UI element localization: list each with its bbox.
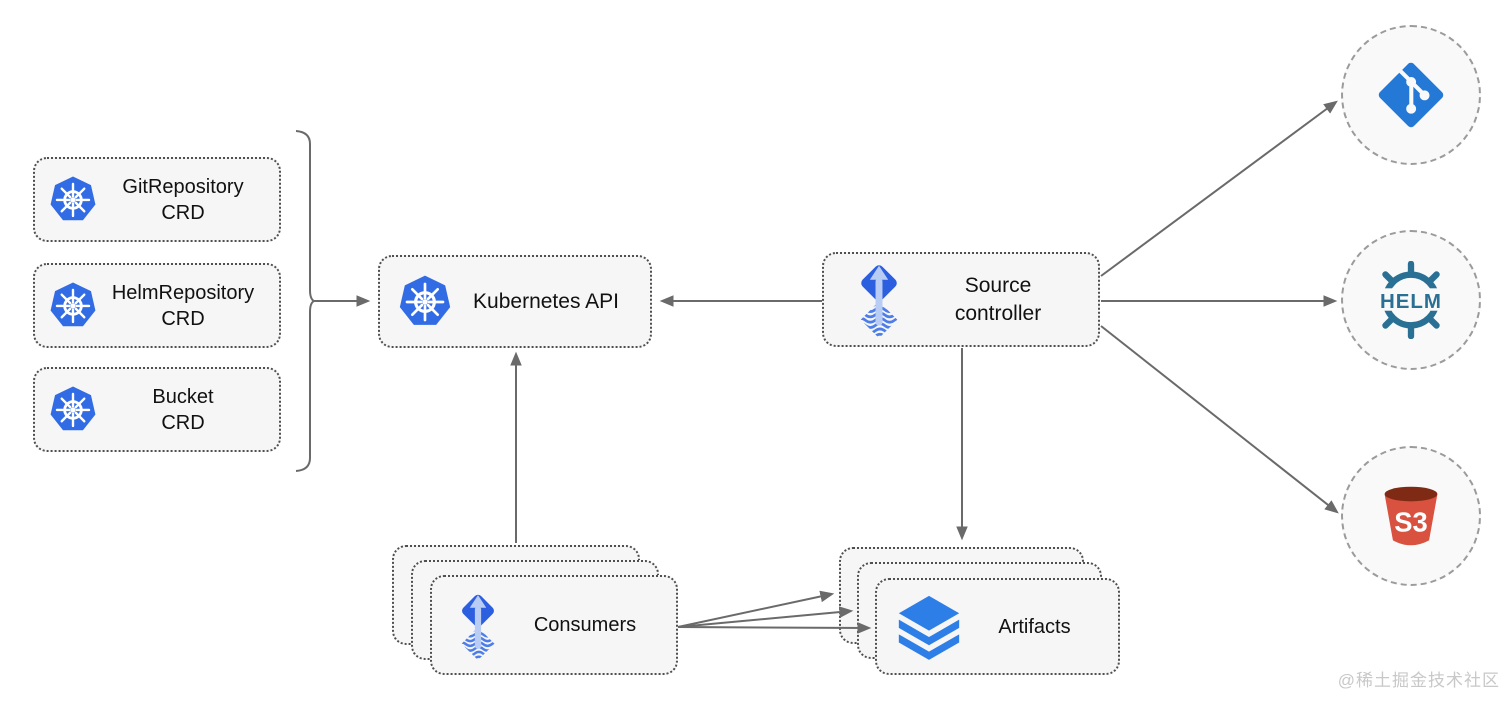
watermark: @稀土掘金技术社区 [1337, 671, 1500, 690]
node-label: GitRepository CRD [97, 174, 279, 226]
edge-source-to-git [1100, 100, 1338, 277]
node-label-line2: CRD [161, 411, 205, 434]
edge-consumers-to-artifacts-2 [677, 606, 854, 628]
flux-source-controller-icon [452, 588, 504, 663]
node-consumers: Consumers [430, 575, 678, 675]
node-label: Artifacts [998, 615, 1071, 638]
crd-group-bracket [295, 130, 317, 472]
node-label: Bucket CRD [97, 384, 279, 436]
node-gitrepository-crd: GitRepository CRD [33, 157, 281, 242]
node-label-line1: Bucket [152, 385, 214, 408]
flux-source-controller-icon [850, 258, 908, 341]
node-label-line2: controller [954, 301, 1042, 325]
edge-source-to-s3 [1100, 325, 1339, 514]
node-label: Kubernetes API [473, 289, 619, 313]
external-helm: HELM [1341, 230, 1481, 370]
node-source-controller: Source controller [822, 252, 1100, 347]
node-label: Source controller [908, 272, 1098, 327]
node-label-line1: GitRepository [122, 175, 244, 198]
layers-icon [897, 594, 961, 660]
kubernetes-logo-icon [49, 175, 97, 224]
node-helmrepository-crd: HelmRepository CRD [33, 263, 281, 348]
node-bucket-crd: Bucket CRD [33, 367, 281, 452]
node-label-line1: HelmRepository [111, 281, 255, 304]
s3-bucket-icon: S3 [1370, 475, 1452, 557]
edge-consumers-to-artifacts-1 [677, 590, 835, 628]
kubernetes-logo-icon [49, 281, 97, 330]
external-git [1341, 25, 1481, 165]
node-label-line1: Source [964, 274, 1032, 298]
node-artifacts: Artifacts [875, 578, 1120, 675]
kubernetes-logo-icon [398, 274, 452, 329]
kubernetes-logo-icon [49, 385, 97, 434]
external-s3: S3 [1341, 446, 1481, 586]
helm-label: HELM [1380, 290, 1442, 313]
node-kubernetes-api: Kubernetes API [378, 255, 652, 348]
git-icon [1377, 61, 1445, 129]
s3-label: S3 [1394, 507, 1427, 538]
node-label-line2: CRD [161, 307, 205, 330]
node-label: Consumers [533, 614, 637, 636]
node-label: HelmRepository CRD [97, 280, 279, 332]
helm-icon: HELM [1372, 261, 1450, 339]
node-label-line2: CRD [161, 201, 205, 224]
